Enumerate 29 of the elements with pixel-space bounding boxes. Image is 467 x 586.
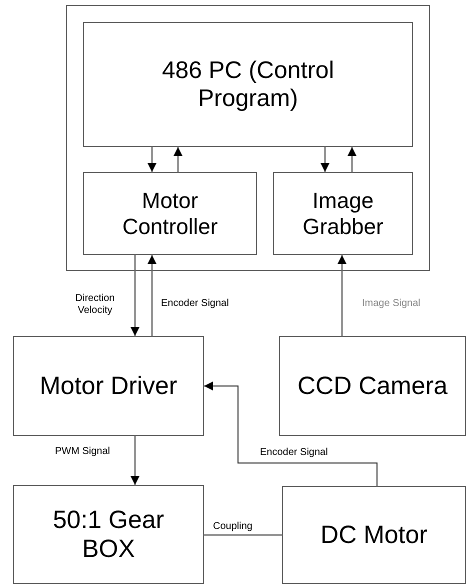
block-box [273,172,413,255]
block-box [83,172,257,255]
arrow [174,146,182,172]
arrow [338,254,346,336]
block-box [282,486,466,584]
arrow [148,254,156,336]
arrow [204,382,378,486]
block-label: DC Motor [320,520,428,550]
enclosure-box [66,5,430,271]
edge-label: PWM Signal [54,446,112,458]
block-label: Motor Driver [40,372,178,400]
block-label: 486 PC (Control Program) [160,56,336,112]
block-label: CCD Camera [297,372,448,400]
block-box [279,336,466,436]
edge-label: Image Signal [361,298,422,310]
arrow [320,146,330,172]
block-label: Motor Controller [121,188,219,239]
block-label: Image Grabber [302,188,384,239]
edge-label: Encoder Signal [160,298,230,310]
block-label: 50:1 Gear BOX [52,506,166,564]
edge-label: Encoder Signal [259,447,329,459]
block-box [83,22,413,147]
edge-label: Coupling [212,521,254,533]
arrow [130,254,140,336]
block-box [13,485,204,584]
arrow [130,436,140,486]
arrow [348,146,356,172]
arrow [148,146,156,172]
block-box [13,336,204,436]
